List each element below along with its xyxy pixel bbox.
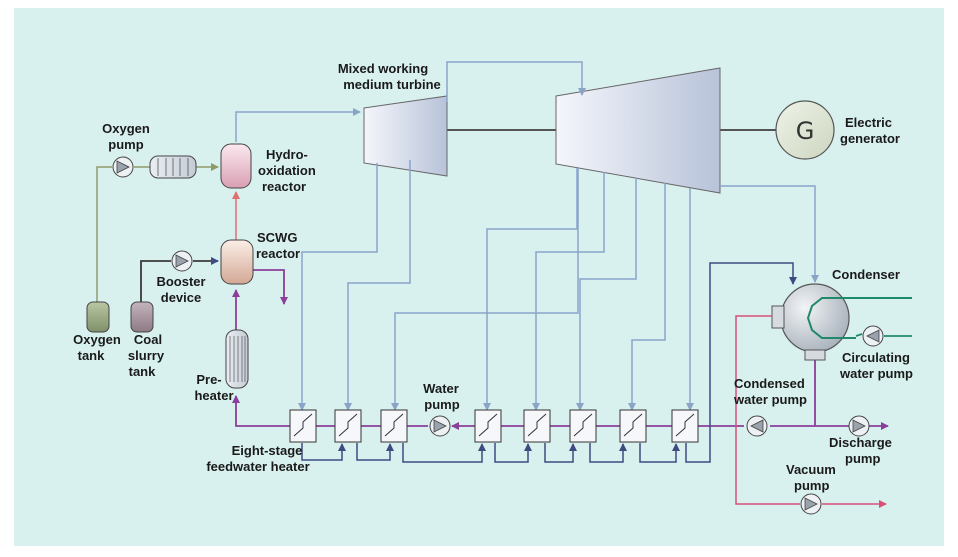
vacuum-line [735, 315, 800, 505]
label-vacuum-1: Vacuum [786, 462, 836, 477]
condenser-hotwell [804, 349, 826, 361]
label-coal-2: slurry [128, 348, 165, 363]
drain-line-1 [301, 443, 346, 461]
scwg-reactor [220, 239, 254, 285]
drain-line-2 [356, 443, 394, 461]
oxygen-heat-exchanger [149, 155, 197, 179]
condensed-water-pump [746, 415, 768, 437]
pre-heater [225, 329, 249, 389]
label-fw-heater-2: feedwater heater [206, 459, 309, 474]
hp-turbine [363, 95, 448, 177]
label-circ-1: Circulating [842, 350, 910, 365]
discharge-pump [848, 415, 870, 437]
scwg-bottom-outlet [252, 269, 288, 305]
generator-letter: G [796, 117, 815, 145]
drain-line-7 [639, 443, 680, 463]
drain-line-4 [494, 443, 532, 463]
label-discharge-1: Discharge [829, 435, 892, 450]
condenser [780, 283, 850, 353]
label-mixed-turbine-1: Mixed working [338, 61, 428, 76]
label-cond-1: Condensed [734, 376, 805, 391]
heater-3 [380, 409, 408, 443]
extraction-line-5 [532, 172, 605, 411]
label-circ-2: water pump [839, 366, 913, 381]
label-hydro-3: reactor [262, 179, 306, 194]
hydro-oxidation-reactor [220, 143, 252, 189]
electric-generator [775, 100, 835, 160]
label-discharge-2: pump [845, 451, 880, 466]
booster-device [171, 250, 193, 272]
heater-6 [569, 409, 597, 443]
label-booster-1: Booster [156, 274, 205, 289]
label-oxygen-tank-2: tank [78, 348, 106, 363]
steam-supply-line [235, 108, 361, 142]
crossover-line [446, 61, 586, 102]
label-water-pump-2: pump [424, 397, 459, 412]
drain-line-5 [544, 443, 577, 463]
drain-line-6 [589, 443, 627, 463]
cooling-water-in [855, 333, 863, 337]
heater-4 [474, 409, 502, 443]
extraction-line-1 [298, 163, 378, 411]
label-preheater-2: heater [194, 388, 233, 403]
condenser-side-box [771, 305, 785, 329]
extraction-line-6 [576, 178, 637, 411]
label-oxygen-tank-1: Oxygen [73, 332, 121, 347]
label-oxygen-pump-1: Oxygen [102, 121, 150, 136]
circulating-water-pump [862, 325, 884, 347]
drain-to-condenser [685, 262, 797, 463]
coal-slurry-line [140, 260, 171, 302]
heater-1 [289, 409, 317, 443]
label-condenser: Condenser [832, 267, 900, 282]
label-oxygen-pump-2: pump [108, 137, 143, 152]
feedwater-to-heaters [232, 395, 428, 427]
label-scwg-1: SCWG [257, 230, 297, 245]
label-hydro-2: oxidation [258, 163, 316, 178]
label-preheater-1: Pre- [196, 372, 221, 387]
label-coal-1: Coal [134, 332, 162, 347]
vacuum-pump [800, 493, 822, 515]
condenser-tube [806, 297, 912, 339]
extraction-line-4 [483, 168, 578, 411]
coal-slurry-tank [130, 301, 154, 333]
heater-5 [523, 409, 551, 443]
oxygen-tank [86, 301, 110, 333]
label-vacuum-2: pump [794, 478, 829, 493]
lp-turbine [555, 67, 721, 194]
drain-line-3 [402, 443, 486, 463]
heater-2 [334, 409, 362, 443]
lp-exhaust-line [720, 185, 819, 283]
extraction-line-2 [344, 160, 411, 411]
oxygen-line [96, 166, 112, 302]
extraction-line-7 [628, 183, 666, 411]
label-booster-2: device [161, 290, 201, 305]
heater-7 [619, 409, 647, 443]
heater-8 [671, 409, 699, 443]
water-pump [429, 415, 451, 437]
label-mixed-turbine-2: medium turbine [343, 77, 441, 92]
oxygen-pump [112, 156, 134, 178]
label-generator-2: generator [840, 131, 900, 146]
label-coal-3: tank [129, 364, 157, 379]
label-generator-1: Electric [845, 115, 892, 130]
label-cond-2: water pump [733, 392, 807, 407]
label-hydro-1: Hydro- [266, 147, 308, 162]
label-water-pump-1: Water [423, 381, 459, 396]
label-scwg-2: reactor [256, 246, 300, 261]
label-fw-heater-1: Eight-stage [232, 443, 303, 458]
